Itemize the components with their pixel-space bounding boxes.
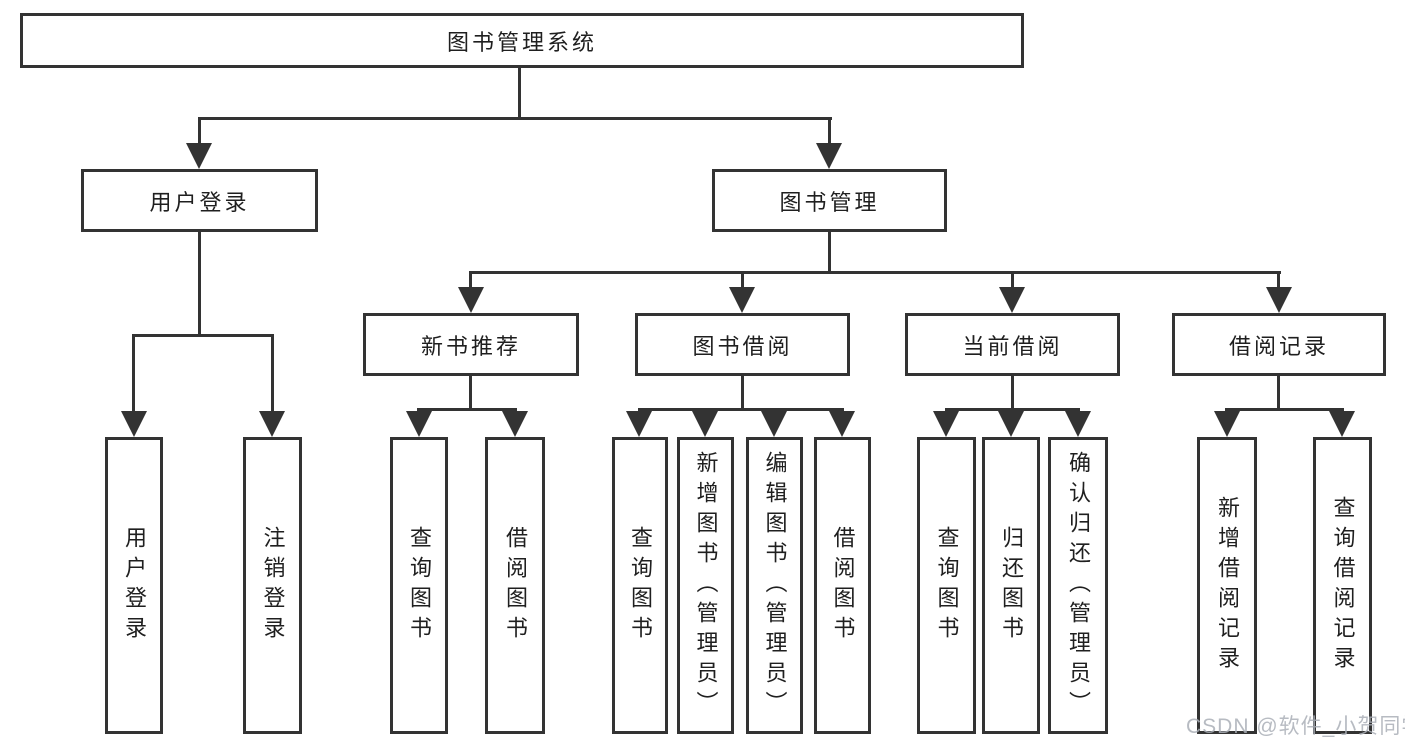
leaf-confirm-return-admin: 确认归还（管理员）: [1048, 437, 1108, 734]
leaf-borrow-books: 借阅图书: [814, 437, 871, 734]
leaf-return-books: 归还图书: [982, 437, 1040, 734]
leaf-recommend-query-books: 查询图书: [390, 437, 448, 734]
connector-level3-branch: [469, 271, 1281, 274]
leaf-current-query-books: 查询图书: [917, 437, 976, 734]
connector-to-book-borrow: [741, 271, 744, 289]
connector-to-book-management: [828, 117, 831, 147]
arrowhead-borrow-records-icon: [1266, 287, 1292, 313]
arrowhead-leaf-icon: [626, 411, 652, 437]
connector-to-login-leaf: [132, 334, 135, 414]
leaf-query-borrow-record: 查询借阅记录: [1313, 437, 1372, 734]
node-book-borrowing: 图书借阅: [635, 313, 850, 376]
leaf-edit-books-admin: 编辑图书（管理员）: [746, 437, 803, 734]
arrowhead-user-login-icon: [186, 143, 212, 169]
connector-user-login-stub: [198, 229, 201, 337]
arrowhead-leaf-icon: [933, 411, 959, 437]
leaf-user-login: 用户登录: [105, 437, 163, 734]
arrowhead-leaf-icon: [502, 411, 528, 437]
node-borrowing-records: 借阅记录: [1172, 313, 1386, 376]
connector-level1-branch: [198, 117, 832, 120]
connector-root-stub: [518, 64, 521, 120]
leaf-add-borrow-record: 新增借阅记录: [1197, 437, 1257, 734]
arrowhead-leaf-icon: [406, 411, 432, 437]
connector-book-borrow-branch: [638, 408, 844, 411]
leaf-logout: 注销登录: [243, 437, 302, 734]
node-library-system: 图书管理系统: [20, 13, 1024, 68]
node-new-book-recommend: 新书推荐: [363, 313, 579, 376]
connector-to-new-book: [469, 271, 472, 289]
connector-to-user-login: [198, 117, 201, 147]
connector-to-current-borrow: [1011, 271, 1014, 289]
connector-current-borrow-stub: [1011, 373, 1014, 411]
csdn-watermark: CSDN @软件_小贺同学: [1186, 715, 1405, 738]
arrowhead-leaf-icon: [998, 411, 1024, 437]
connector-book-management-stub: [828, 229, 831, 274]
connector-to-borrow-records: [1277, 271, 1280, 289]
leaf-borrow-query-books: 查询图书: [612, 437, 668, 734]
connector-user-login-branch: [132, 334, 274, 337]
connector-new-book-branch: [417, 408, 517, 411]
arrowhead-leaf-icon: [1065, 411, 1091, 437]
arrowhead-login-leaf-icon: [121, 411, 147, 437]
arrowhead-book-management-icon: [816, 143, 842, 169]
connector-book-borrow-stub: [741, 373, 744, 411]
arrowhead-leaf-icon: [1329, 411, 1355, 437]
node-book-management: 图书管理: [712, 169, 947, 232]
arrowhead-leaf-icon: [829, 411, 855, 437]
leaf-recommend-borrow-books: 借阅图书: [485, 437, 545, 734]
connector-borrow-records-branch: [1225, 408, 1344, 411]
arrowhead-book-borrow-icon: [729, 287, 755, 313]
arrowhead-logout-leaf-icon: [259, 411, 285, 437]
arrowhead-leaf-icon: [761, 411, 787, 437]
arrowhead-leaf-icon: [1214, 411, 1240, 437]
connector-new-book-stub: [469, 373, 472, 411]
connector-to-logout-leaf: [271, 334, 274, 414]
connector-current-borrow-branch: [945, 408, 1080, 411]
arrowhead-new-book-icon: [458, 287, 484, 313]
connector-borrow-records-stub: [1277, 373, 1280, 411]
leaf-add-books-admin: 新增图书（管理员）: [677, 437, 734, 734]
arrowhead-leaf-icon: [692, 411, 718, 437]
node-user-login: 用户登录: [81, 169, 318, 232]
arrowhead-current-borrow-icon: [999, 287, 1025, 313]
node-current-borrowing: 当前借阅: [905, 313, 1120, 376]
